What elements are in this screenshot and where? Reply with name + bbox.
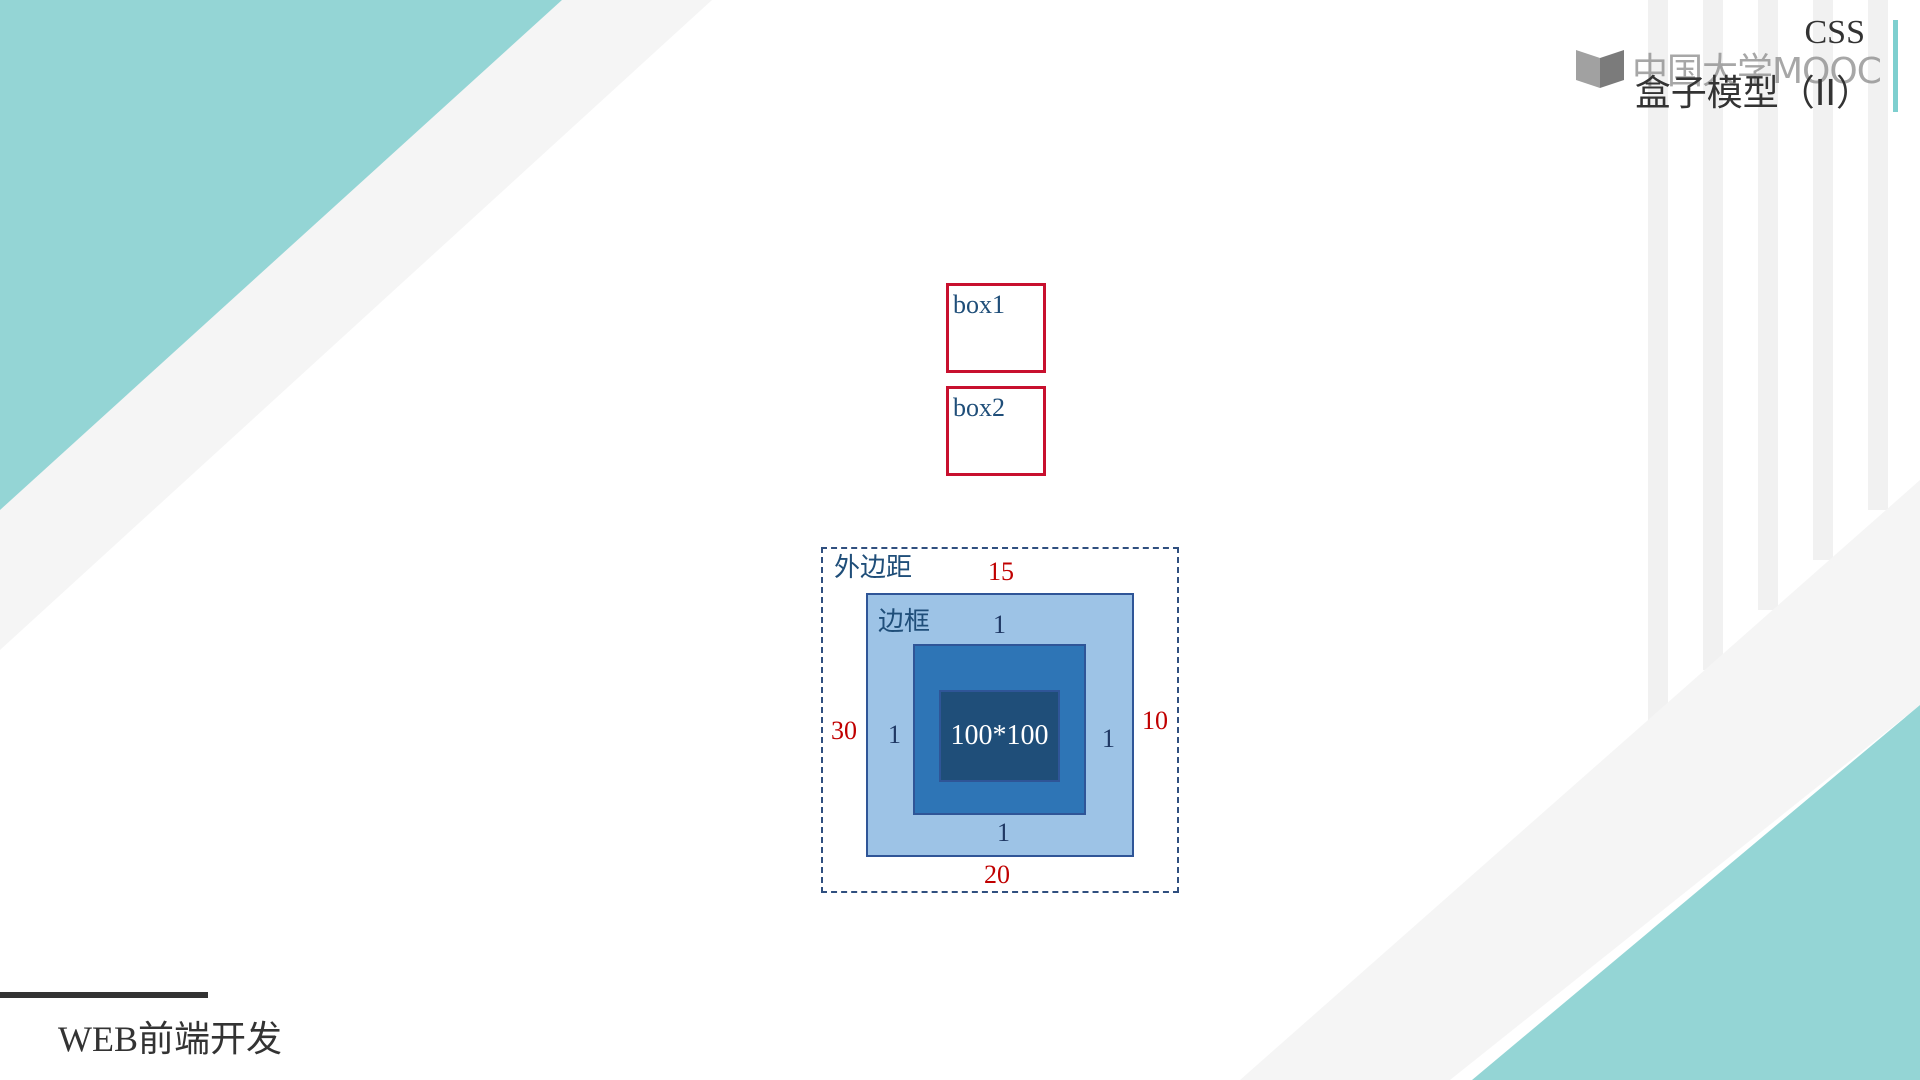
margin-label: 外边距 [834,553,913,583]
border-label: 边框 [878,607,931,637]
border-left-value: 1 [888,720,901,749]
teal-triangle-top-left [0,0,562,510]
content-size-label: 100*100 [950,720,1049,751]
header-accent-bar [1893,20,1898,112]
content-area: 100*100 [939,690,1060,782]
box1-label: box1 [953,290,1005,319]
box2: box2 [946,386,1046,476]
slide-title: 盒子模型（II） [1634,73,1872,114]
mooc-logo: 中国大学MOOC [1574,46,1882,92]
teal-triangle-bottom-right [1472,705,1920,1080]
header-topic: CSS [1804,14,1866,51]
margin-right-value: 10 [1142,706,1168,735]
footer-line [0,992,208,998]
margin-bottom-value: 20 [984,860,1010,889]
course-name: WEB前端开发 [58,1019,282,1059]
vertical-stripes [1648,0,1888,720]
margin-left-value: 30 [831,716,857,745]
border-right-value: 1 [1102,724,1115,753]
border-top-value: 1 [993,610,1006,639]
box2-label: box2 [953,393,1005,422]
light-stripe-right [1240,480,1920,1080]
open-book-icon [1576,50,1624,88]
margin-top-value: 15 [988,557,1014,586]
box1: box1 [946,283,1046,373]
light-stripe-left [0,0,712,650]
border-bottom-value: 1 [997,818,1010,847]
logo-text: 中国大学MOOC [1632,51,1882,92]
